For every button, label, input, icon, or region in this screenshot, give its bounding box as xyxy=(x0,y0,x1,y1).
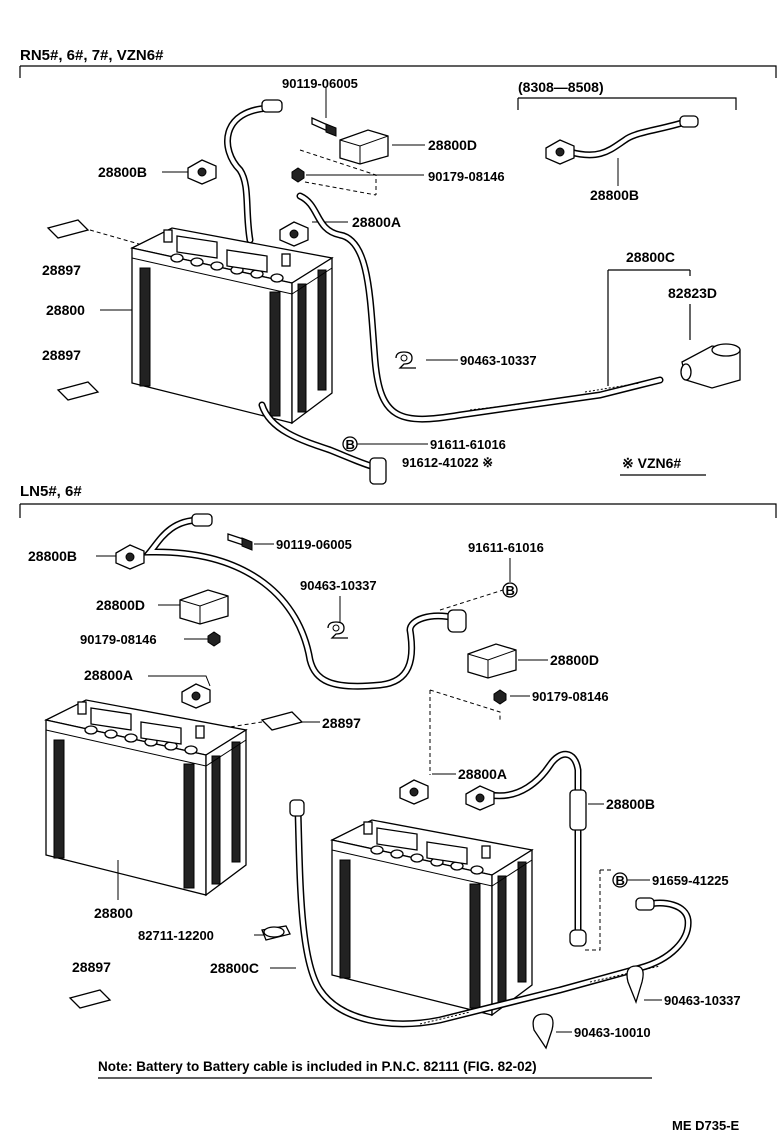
cable-end-part xyxy=(261,99,283,113)
bolt-part-lower xyxy=(227,533,253,551)
label-28897-top: 28897 xyxy=(42,262,81,278)
label-28800-lower: 28800 xyxy=(94,905,133,921)
label-28800B-left: 28800B xyxy=(98,164,147,180)
section-title-upper: RN5#, 6#, 7#, VZN6# xyxy=(20,47,164,64)
label-90463-10010: 90463-10010 xyxy=(574,1025,651,1040)
label-82711-12200: 82711-12200 xyxy=(138,928,214,943)
connector-cap-part xyxy=(680,343,741,389)
terminal-part xyxy=(187,159,217,185)
variant-note-label: ※ VZN6# xyxy=(622,455,681,471)
label-28897-lower-a: 28897 xyxy=(322,715,361,731)
label-91611-61016-lower: 91611-61016 xyxy=(468,540,544,555)
pad-part-upper xyxy=(47,219,89,239)
clamp-part-lower-b xyxy=(626,965,644,1004)
clamp-part-upper xyxy=(395,351,417,369)
battery-part-lower-a xyxy=(45,699,247,896)
label-91612-41022: 91612-41022 ※ xyxy=(402,455,493,470)
terminal-a-part-lower-a xyxy=(181,683,211,709)
label-28800D-lower-b: 28800D xyxy=(550,652,599,668)
section-title-lower: LN5#, 6# xyxy=(20,483,82,500)
nut-part xyxy=(291,167,305,183)
terminal-cap-part-lower-a xyxy=(179,589,229,625)
label-90179-08146-lower-b: 90179-08146 xyxy=(532,689,609,704)
clamp-part-lower-c xyxy=(532,1013,554,1050)
grommet-part xyxy=(261,925,291,941)
terminal-a-part-lower-b xyxy=(399,779,429,805)
label-28800A-lower-b: 28800A xyxy=(458,766,507,782)
terminal-part-lower-b xyxy=(115,544,145,570)
label-90179-08146: 90179-08146 xyxy=(428,169,505,184)
label-90463-10337-lower-a: 90463-10337 xyxy=(300,578,377,593)
bolt-marker-lower-a: B xyxy=(506,583,515,598)
label-28897-lower-b: 28897 xyxy=(72,959,111,975)
terminal-a-part xyxy=(279,221,309,247)
label-28800A-lower-a: 28800A xyxy=(84,667,133,683)
label-90119-06005: 90119-06005 xyxy=(282,76,358,91)
label-90463-10337-lower-b: 90463-10337 xyxy=(664,993,741,1008)
bolt-marker-upper: B xyxy=(346,437,355,452)
terminal-b-part-lower-b xyxy=(465,785,495,811)
footer-code: ME D735-E xyxy=(672,1118,740,1133)
note-text: Note: Battery to Battery cable is includ… xyxy=(98,1059,537,1074)
label-28800D: 28800D xyxy=(428,137,477,153)
label-28800-upper: 28800 xyxy=(46,302,85,318)
label-28800C-upper: 28800C xyxy=(626,249,675,265)
label-28800D-lower-a: 28800D xyxy=(96,597,145,613)
pad-part-lower xyxy=(57,381,99,401)
label-28800B-lower: 28800B xyxy=(28,548,77,564)
pad-part-lower-b xyxy=(69,989,111,1009)
nut-part-lower-a xyxy=(207,631,221,647)
nut-part-lower-b xyxy=(493,689,507,705)
label-28800B-variant: 28800B xyxy=(590,187,639,203)
bolt-marker-lower-b: B xyxy=(616,873,625,888)
label-90179-08146-lower-a: 90179-08146 xyxy=(80,632,157,647)
bolt-part xyxy=(311,116,337,137)
label-28800A: 28800A xyxy=(352,214,401,230)
label-28897-bottom: 28897 xyxy=(42,347,81,363)
label-28800C-lower: 28800C xyxy=(210,960,259,976)
battery-part-upper xyxy=(131,227,333,424)
label-91611-61016-upper: 91611-61016 xyxy=(430,437,506,452)
pad-part-lower-a xyxy=(261,711,303,731)
battery-part-lower-b xyxy=(331,819,533,1016)
label-90463-10337-upper: 90463-10337 xyxy=(460,353,537,368)
terminal-cap-part-lower-b xyxy=(467,643,517,679)
label-91659-41225: 91659-41225 xyxy=(652,873,729,888)
variant-range-label: (8308—8508) xyxy=(518,79,604,95)
label-82823D: 82823D xyxy=(668,285,717,301)
variant-terminal-part xyxy=(545,139,575,165)
label-28800B-lower-b: 28800B xyxy=(606,796,655,812)
clamp-part-lower-a xyxy=(327,621,349,639)
terminal-cap-part xyxy=(339,129,389,165)
label-90119-06005-lower: 90119-06005 xyxy=(276,537,352,552)
